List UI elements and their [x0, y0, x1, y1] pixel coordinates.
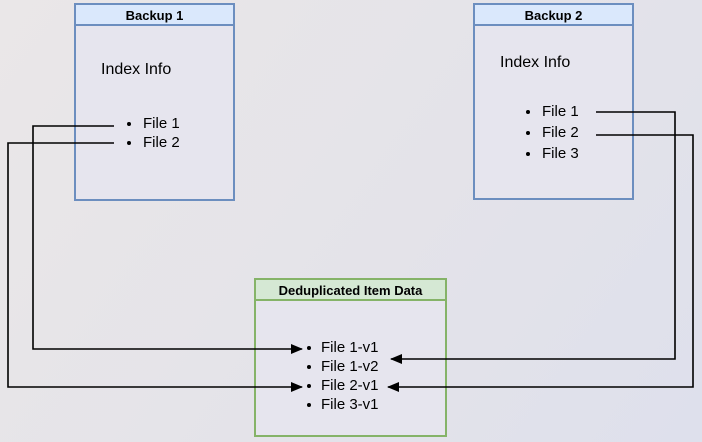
bullet-icon — [307, 345, 311, 350]
bullet-icon — [307, 364, 311, 369]
bullet-icon — [127, 140, 131, 145]
bullet-icon — [127, 121, 131, 126]
list-item: File 1-v1 — [305, 338, 379, 357]
backup2-file-list: File 1 File 2 File 3 — [524, 101, 579, 164]
list-item: File 2-v1 — [305, 376, 379, 395]
list-item: File 1 — [524, 101, 579, 122]
backup1-box: Backup 1 Index Info File 1 File 2 — [74, 3, 235, 201]
backup2-file-2-label: File 2 — [542, 124, 579, 141]
bullet-icon — [307, 402, 311, 407]
dedup-item-file1v1-label: File 1-v1 — [321, 339, 379, 356]
bullet-icon — [526, 109, 530, 114]
list-item: File 2 — [125, 133, 180, 152]
bullet-icon — [526, 151, 530, 156]
backup2-box: Backup 2 Index Info File 1 File 2 File 3 — [473, 3, 634, 200]
backup1-file-2-label: File 2 — [143, 134, 180, 151]
list-item: File 2 — [524, 122, 579, 143]
dedup-title: Deduplicated Item Data — [256, 280, 445, 301]
bullet-icon — [307, 383, 311, 388]
backup2-file-1-label: File 1 — [542, 103, 579, 120]
list-item: File 3-v1 — [305, 395, 379, 414]
bullet-icon — [526, 130, 530, 135]
dedup-item-list: File 1-v1 File 1-v2 File 2-v1 File 3-v1 — [305, 338, 379, 414]
backup2-title: Backup 2 — [475, 5, 632, 26]
backup1-title: Backup 1 — [76, 5, 233, 26]
list-item: File 1-v2 — [305, 357, 379, 376]
dedup-item-file3v1-label: File 3-v1 — [321, 396, 379, 413]
backup1-file-1-label: File 1 — [143, 115, 180, 132]
list-item: File 3 — [524, 143, 579, 164]
dedup-item-file1v2-label: File 1-v2 — [321, 358, 379, 375]
list-item: File 1 — [125, 114, 180, 133]
backup2-index-info-label: Index Info — [500, 54, 571, 71]
backup2-file-3-label: File 3 — [542, 145, 579, 162]
dedup-item-file2v1-label: File 2-v1 — [321, 377, 379, 394]
backup1-file-list: File 1 File 2 — [125, 114, 180, 152]
deduplicated-item-data-box: Deduplicated Item Data File 1-v1 File 1-… — [254, 278, 447, 437]
backup1-index-info-label: Index Info — [101, 61, 172, 78]
